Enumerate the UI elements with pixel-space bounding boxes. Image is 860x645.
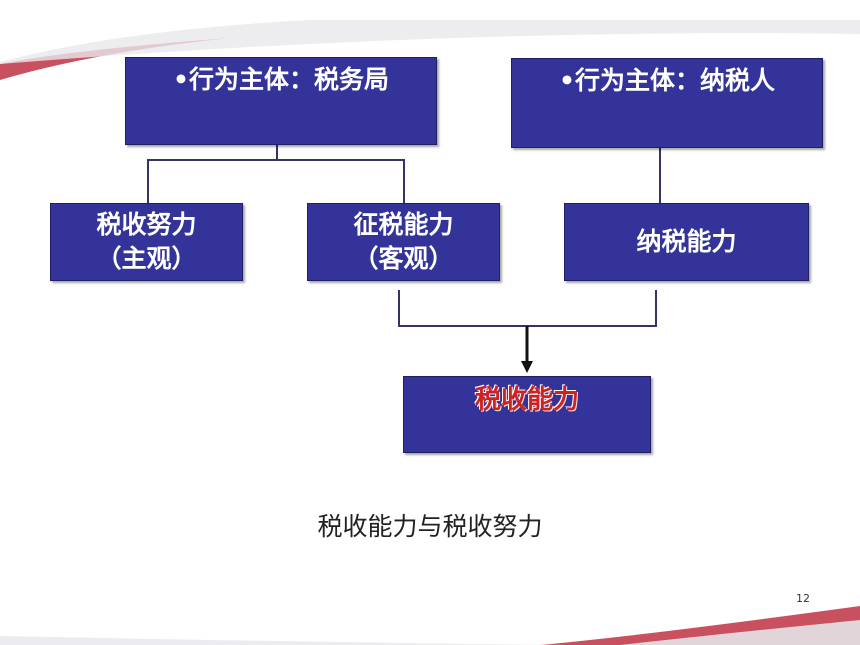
tax-capacity-box: 税收能力: [403, 376, 651, 453]
tax-effort-sublabel: （主观）: [96, 244, 197, 273]
collection-capacity-sublabel: （客观）: [353, 244, 454, 273]
taxpaying-capacity-label: 纳税能力: [636, 227, 737, 256]
collection-capacity-box: 征税能力 （客观）: [307, 203, 500, 281]
top-gray-band: [0, 20, 860, 64]
page-number: 12: [796, 592, 810, 605]
actor-tax-bureau-box: •行为主体：税务局: [125, 57, 437, 145]
slide-caption: 税收能力与税收努力: [317, 512, 543, 541]
taxpaying-capacity-box: 纳税能力: [564, 203, 809, 281]
bottom-left-gray-band: [0, 636, 560, 645]
tax-effort-label: 税收努力: [96, 210, 197, 239]
connector-effort-bracket: [147, 159, 405, 203]
connector-capacity-bracket: [398, 290, 657, 327]
actor-taxpayer-label: •行为主体：纳税人: [559, 66, 775, 95]
actor-tax-bureau-label: •行为主体：税务局: [173, 65, 389, 94]
collection-capacity-label: 征税能力: [353, 210, 454, 239]
bottom-gray-band: [620, 620, 860, 645]
tax-capacity-label: 税收能力: [474, 385, 579, 415]
arrow-head-tax-capacity: [521, 361, 533, 373]
actor-taxpayer-box: •行为主体：纳税人: [511, 58, 823, 148]
tax-effort-box: 税收努力 （主观）: [50, 203, 243, 281]
